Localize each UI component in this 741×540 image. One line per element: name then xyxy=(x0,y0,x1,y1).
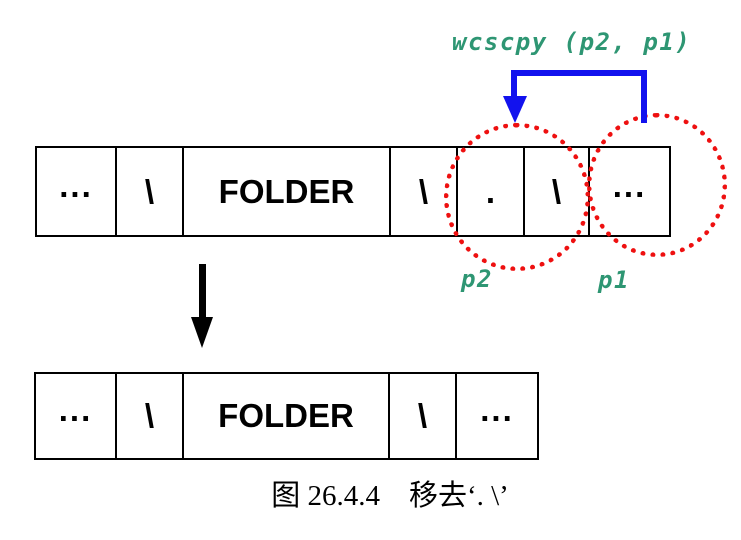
memory-cell: ... xyxy=(37,148,117,235)
memory-cell: ... xyxy=(480,391,514,428)
transform-arrow-shaft xyxy=(199,264,206,319)
copy-arrow-horizontal xyxy=(512,70,647,76)
memory-cell: \ xyxy=(117,374,184,458)
copy-arrow-right-segment xyxy=(641,70,647,123)
figure-caption: 图 26.4.4 移去‘. \’ xyxy=(271,480,509,512)
memory-cell: FOLDER xyxy=(184,148,391,235)
memory-cell: \ xyxy=(117,148,184,235)
p1-highlight-circle xyxy=(587,113,727,257)
memory-cell: ... xyxy=(36,374,117,458)
p2-highlight-circle xyxy=(444,123,590,271)
memory-cell: FOLDER xyxy=(184,374,390,458)
p2-pointer-label: p2 xyxy=(461,265,493,293)
memory-cell: \ xyxy=(390,374,457,458)
copy-arrow-left-segment xyxy=(511,70,517,98)
wcscpy-call-label: wcscpy (p2, p1) xyxy=(452,28,692,56)
copy-arrowhead-icon xyxy=(503,96,527,123)
transform-arrowhead-icon xyxy=(191,317,213,348)
p1-pointer-label: p1 xyxy=(598,266,630,294)
string-cells-after: ... \ FOLDER \ ... xyxy=(34,372,539,460)
